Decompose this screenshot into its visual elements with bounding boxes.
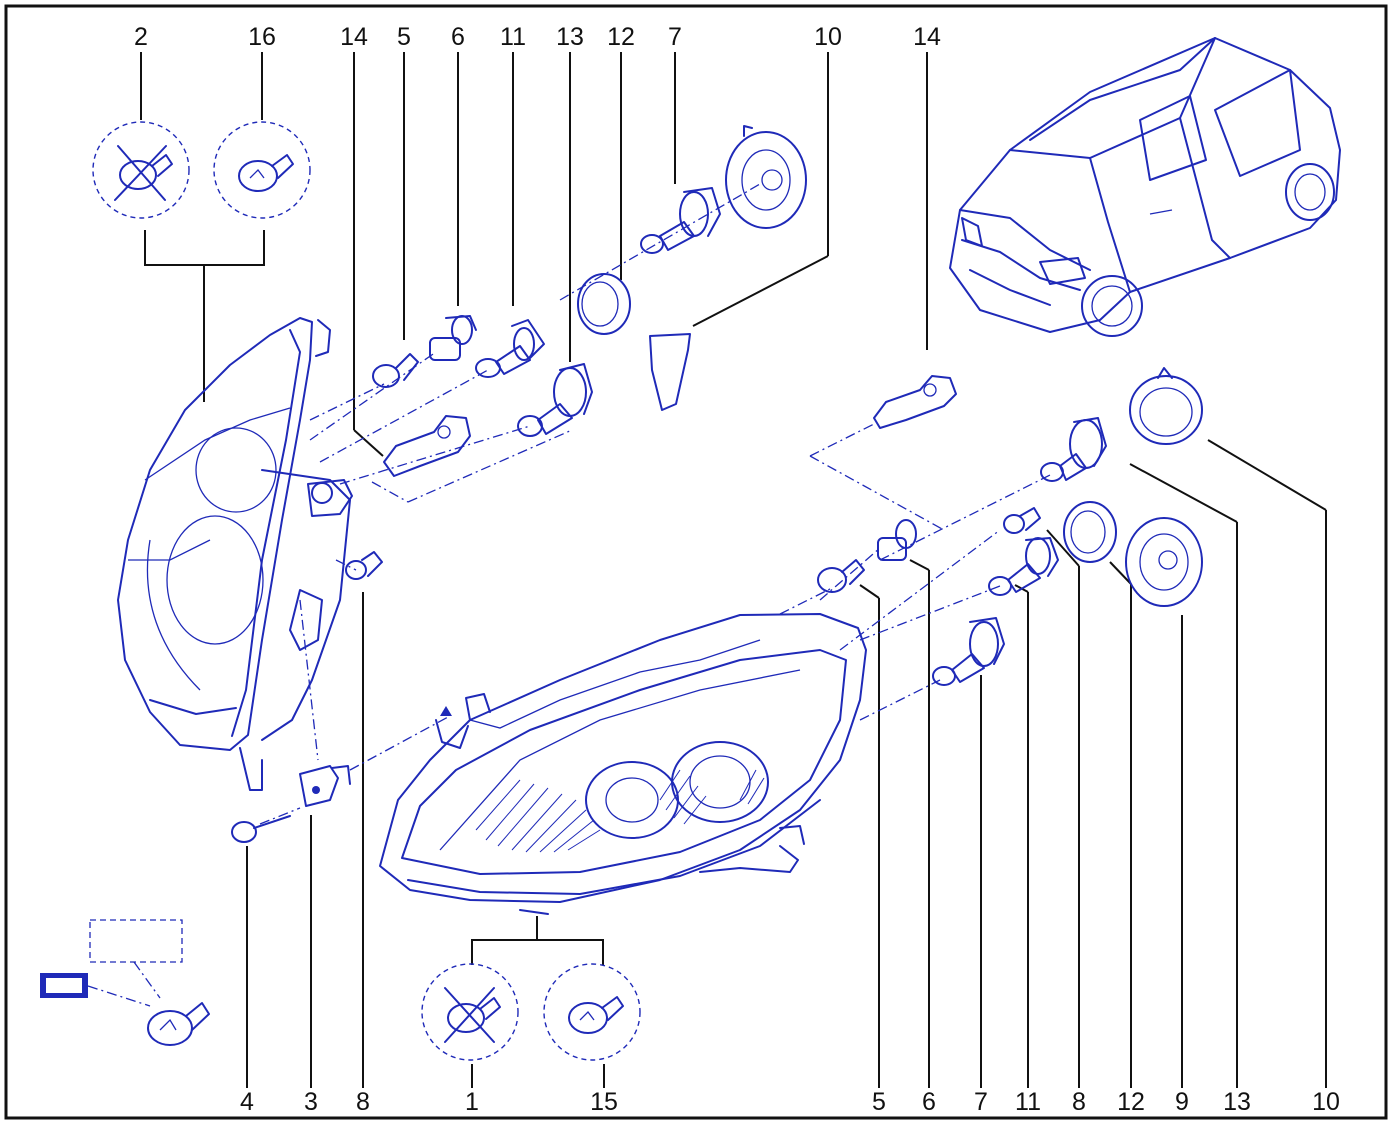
callout-11-left: 11 (500, 23, 526, 51)
mounting-screw (231, 815, 291, 843)
bulb-icon (568, 996, 624, 1034)
callout-15: 15 (590, 1088, 618, 1116)
callout-1: 1 (465, 1088, 479, 1116)
callout-7-left: 7 (668, 23, 682, 51)
assembly-lines (259, 183, 1053, 825)
bulb-icon (238, 154, 294, 192)
callout-6-left: 6 (451, 23, 465, 51)
parts-right-group (817, 367, 1203, 686)
bulb-option-15 (543, 963, 641, 1061)
bulb-icon (345, 551, 383, 580)
seal-ring-left (577, 273, 631, 335)
callout-8-left: 8 (356, 1088, 370, 1116)
callout-10-right: 10 (1312, 1088, 1340, 1116)
h7-bulb-right (988, 537, 1059, 596)
left-headlamp-assembly (117, 317, 353, 791)
warning-legend (40, 919, 210, 1046)
callout-3: 3 (304, 1088, 318, 1116)
warning-symbol (40, 973, 88, 998)
crossed-out-bulb-icon (444, 987, 501, 1043)
callout-2: 2 (134, 23, 148, 51)
callout-10-left: 10 (814, 23, 842, 51)
callout-7-right: 7 (974, 1088, 988, 1116)
h7-bulb-left (475, 319, 545, 378)
car-icon (949, 37, 1341, 337)
leader-lines (140, 52, 1327, 1088)
callout-14-left: 14 (340, 23, 368, 51)
side-cap-left (649, 333, 691, 411)
right-headlamp-assembly (379, 613, 867, 915)
callouts-top: 2 16 14 5 6 11 13 12 7 10 14 (134, 23, 941, 51)
bracket-top-left (144, 230, 265, 402)
bulb-holder-right (877, 519, 917, 561)
lamp-bracket-left (383, 415, 471, 477)
bulb-icon (1003, 507, 1041, 534)
callout-11-right: 11 (1015, 1088, 1041, 1116)
adjuster-bracket (299, 765, 351, 807)
h7-bulb-top (640, 187, 721, 254)
parts-left-group (231, 125, 807, 843)
bulb-icon (147, 1002, 210, 1046)
callout-13-left: 13 (556, 23, 584, 51)
bulb-icon (372, 353, 419, 388)
callout-9: 9 (1175, 1088, 1189, 1116)
h7-bulb-lower (932, 617, 1005, 686)
callout-14-right: 14 (913, 23, 941, 51)
h1-bulb-left (517, 363, 593, 437)
bulb-holder-left (429, 315, 477, 361)
seal-ring-right (1063, 501, 1117, 563)
cover-cap-right (1125, 517, 1203, 607)
reflector-hatching (475, 769, 765, 853)
callout-6-right: 6 (922, 1088, 936, 1116)
callout-13-right: 13 (1223, 1088, 1251, 1116)
callout-12-left: 12 (607, 23, 635, 51)
bracket-bottom (471, 916, 604, 965)
lamp-bracket-right (873, 375, 957, 429)
callout-8-right: 8 (1072, 1088, 1086, 1116)
callout-12-right: 12 (1117, 1088, 1145, 1116)
ring-cap-right (1129, 367, 1203, 445)
callouts-bottom: 4 3 8 1 15 5 6 7 11 8 12 9 13 10 (240, 1088, 1340, 1116)
diagram-frame (4, 4, 1388, 1120)
callout-16: 16 (248, 23, 276, 51)
h1-bulb-right (1040, 417, 1107, 482)
crossed-out-bulb-icon (114, 145, 173, 201)
bulb-option-2 (92, 121, 190, 219)
callout-4: 4 (240, 1088, 254, 1116)
bulb-option-1 (421, 963, 519, 1061)
bulb-icon (817, 559, 865, 593)
bulb-option-16 (213, 121, 311, 219)
callout-5-right: 5 (872, 1088, 886, 1116)
warning-placeholder-icon (89, 919, 183, 963)
cover-cap-top (725, 125, 807, 229)
callout-5-left: 5 (397, 23, 411, 51)
